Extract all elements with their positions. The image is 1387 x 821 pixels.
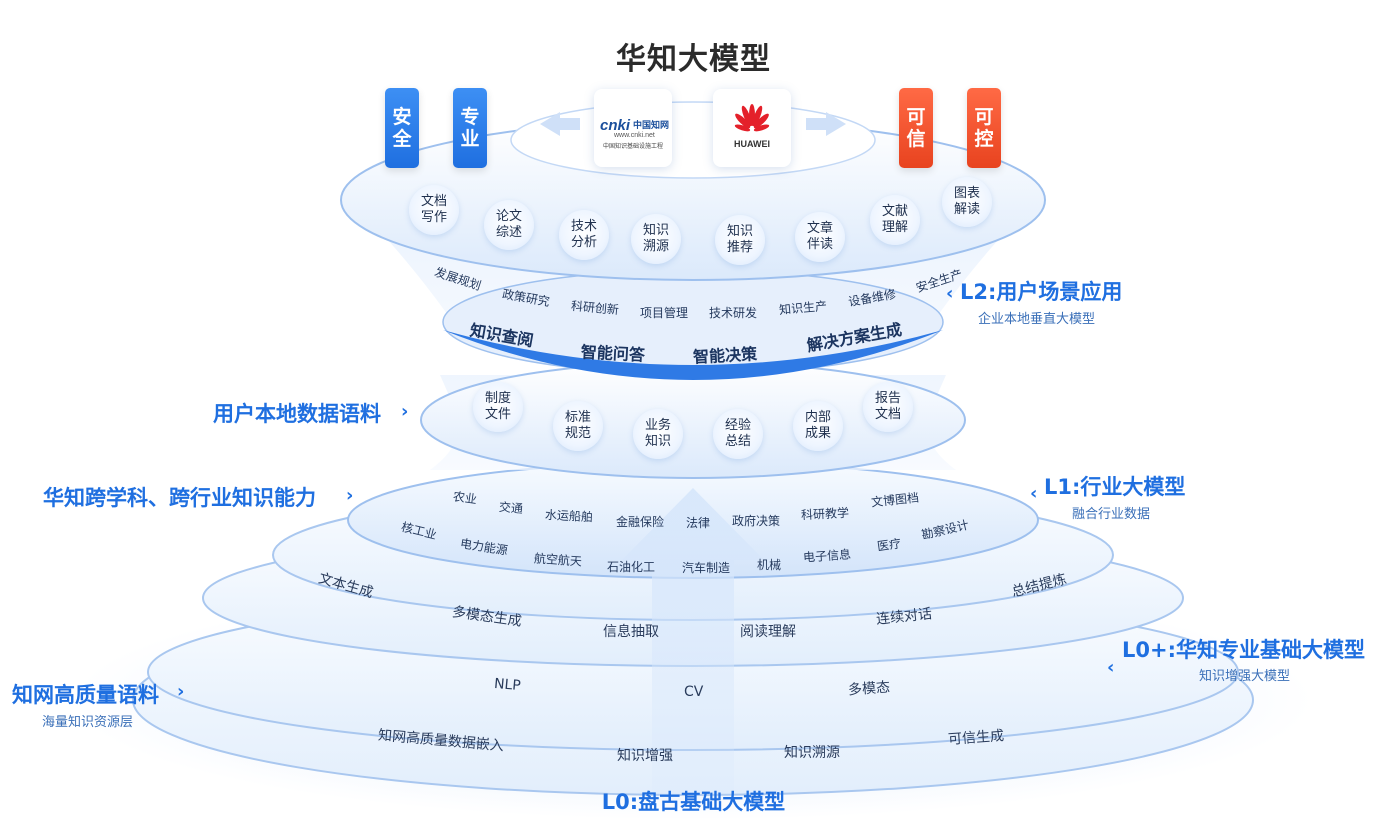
huawei-flower-icon: [734, 104, 770, 132]
l0-knowledge-enhance: 知识增强: [617, 748, 673, 764]
l0-knowledge-trace: 知识溯源: [784, 745, 840, 761]
l1-sub: 融合行业数据: [1072, 507, 1151, 522]
local-data-label: 用户本地数据语料: [213, 402, 381, 426]
cnki-logo: cnki 中国知网 www.cnki.net: [600, 117, 670, 139]
industry-electronics: 电子信息: [802, 547, 852, 565]
tag-tech-development: 技术研发: [709, 306, 758, 320]
bubble-experience-summary: 经验总结: [713, 409, 763, 459]
capability-chevron-icon: ›: [346, 485, 354, 506]
l0-trusted-generation: 可信生成: [947, 728, 1005, 748]
industry-medical: 医疗: [876, 536, 902, 554]
cnki-sub-text: 中国知识基础设施工程: [602, 143, 663, 150]
industry-machinery: 机械: [757, 558, 782, 572]
bubble-tech-analysis: 技术分析: [559, 210, 609, 260]
l0plus-label: L0+:华知专业基础大模型: [1122, 638, 1365, 662]
capability-cv: CV: [684, 684, 704, 700]
l0-label: L0:盘古基础大模型: [601, 790, 786, 814]
bubble-business-knowledge: 业务知识: [633, 409, 683, 459]
l1-chevron-icon: ‹: [1030, 483, 1038, 504]
professional-pill: 专业: [453, 88, 487, 168]
capability-nlp: NLP: [493, 675, 522, 695]
bubble-article-reading: 文章伴读: [795, 212, 845, 262]
industry-automotive: 汽车制造: [682, 561, 731, 575]
bubble-internal-results: 内部成果: [793, 401, 843, 451]
industry-finance: 金融保险: [616, 515, 665, 529]
capability-reading-comprehension: 阅读理解: [740, 624, 796, 640]
bubble-knowledge-recommend: 知识推荐: [715, 215, 765, 265]
industry-shipping: 水运船舶: [544, 507, 594, 525]
bubble-paper-review: 论文综述: [484, 200, 534, 250]
industry-petrochemical: 石油化工: [607, 560, 656, 574]
l2-sub: 企业本地垂直大模型: [978, 312, 1096, 327]
security-pill: 安全: [385, 88, 419, 168]
page-title: 华知大模型: [616, 42, 771, 77]
industry-aerospace: 航空航天: [533, 551, 583, 569]
l2-label: L2:用户场景应用: [960, 280, 1123, 304]
tag-smart-qa: 智能问答: [580, 342, 646, 365]
local-data-chevron-icon: ›: [401, 401, 409, 422]
bubble-chart-reading: 图表解读: [942, 177, 992, 227]
capability-info-extraction: 信息抽取: [603, 624, 659, 640]
industry-education: 科研教学: [800, 505, 850, 523]
bubble-standards: 标准规范: [553, 401, 603, 451]
l1-label: L1:行业大模型: [1044, 475, 1186, 499]
trustworthy-pill: 可信: [899, 88, 933, 168]
tag-smart-decision: 智能决策: [692, 344, 758, 367]
corpus-label: 知网高质量语料: [12, 683, 159, 707]
corpus-sub: 海量知识资源层: [42, 715, 134, 730]
corpus-chevron-icon: ›: [177, 681, 185, 702]
bubble-knowledge-trace: 知识溯源: [631, 214, 681, 264]
bubble-doc-writing: 文档写作: [409, 185, 459, 235]
l2-chevron-icon: ‹: [946, 283, 954, 304]
bubble-report-docs: 报告文档: [863, 382, 913, 432]
bubble-policy-docs: 制度文件: [473, 382, 523, 432]
industry-agriculture: 农业: [452, 489, 478, 507]
l0plus-sub: 知识增强大模型: [1199, 669, 1291, 684]
capability-label: 华知跨学科、跨行业知识能力: [43, 486, 316, 510]
l0plus-chevron-icon: ‹: [1107, 657, 1115, 678]
huawei-logo-card: HUAWEI: [713, 89, 791, 167]
industry-government: 政府决策: [732, 514, 781, 528]
bubble-literature-understanding: 文献理解: [870, 195, 920, 245]
capability-multimodal: 多模态: [847, 679, 891, 699]
cnki-logo-card: cnki 中国知网 www.cnki.net 中国知识基础设施工程: [594, 89, 672, 167]
industry-law: 法律: [686, 516, 711, 530]
tag-project-management: 项目管理: [640, 306, 689, 320]
controllable-pill: 可控: [967, 88, 1001, 168]
huawei-wordmark: HUAWEI: [734, 139, 770, 149]
industry-transport: 交通: [498, 499, 524, 517]
